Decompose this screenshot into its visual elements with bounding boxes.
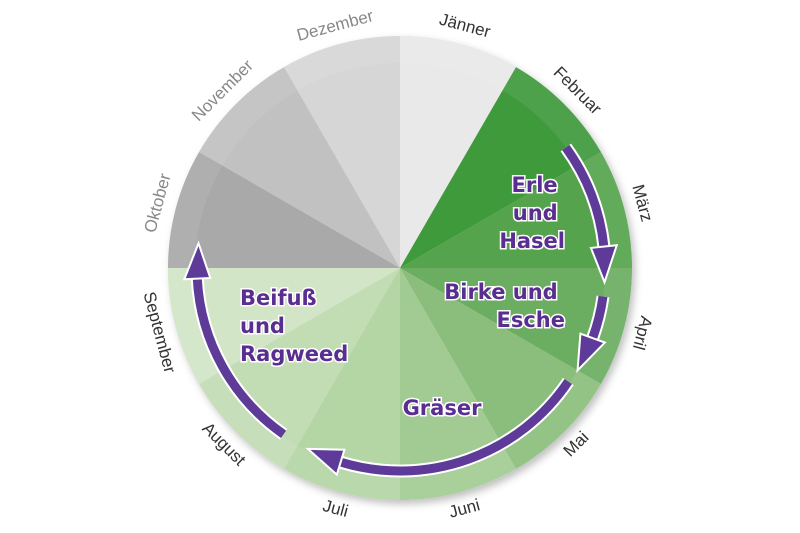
slice-band-4	[502, 370, 601, 469]
slice-10	[199, 67, 400, 268]
slice-6	[284, 268, 400, 500]
slice-band-11	[284, 36, 400, 91]
slice-band-0	[400, 36, 516, 91]
slice-9	[168, 152, 400, 268]
slice-band-5	[400, 445, 516, 500]
label-beifuss-ragweed: Beifuß und Ragweed	[240, 286, 348, 366]
slice-band-10	[199, 67, 298, 166]
month-label: Juli	[321, 496, 351, 521]
slice-5	[400, 268, 516, 500]
month-label: Jänner	[437, 10, 492, 42]
slice-band-8	[168, 268, 223, 384]
slice-band-7	[199, 370, 298, 469]
arrow-graeser	[305, 377, 574, 478]
arrow-erle-hasel	[560, 143, 619, 286]
slice-2	[400, 152, 632, 268]
slice-7	[199, 268, 400, 469]
slice-8	[168, 268, 400, 384]
month-label: Oktober	[141, 171, 175, 235]
slice-3	[400, 268, 632, 384]
arrow-beifuss-ragweed	[182, 240, 288, 440]
month-label: Juni	[447, 495, 482, 521]
label-birke-esche: Birke und Esche	[444, 280, 565, 332]
month-label: Mai	[560, 428, 593, 461]
slice-11	[284, 36, 400, 268]
arrow-birke-esche	[576, 295, 610, 374]
month-label: April	[629, 314, 656, 352]
slice-band-1	[502, 67, 601, 166]
slice-0	[400, 36, 516, 268]
label-erle-hasel: Erle und Hasel	[499, 173, 565, 253]
slice-4	[400, 268, 601, 469]
slice-band-9	[168, 152, 223, 268]
slice-band-6	[284, 445, 400, 500]
label-graeser: Gräser	[403, 396, 483, 420]
slice-1	[400, 67, 601, 268]
month-label: März	[628, 182, 656, 223]
